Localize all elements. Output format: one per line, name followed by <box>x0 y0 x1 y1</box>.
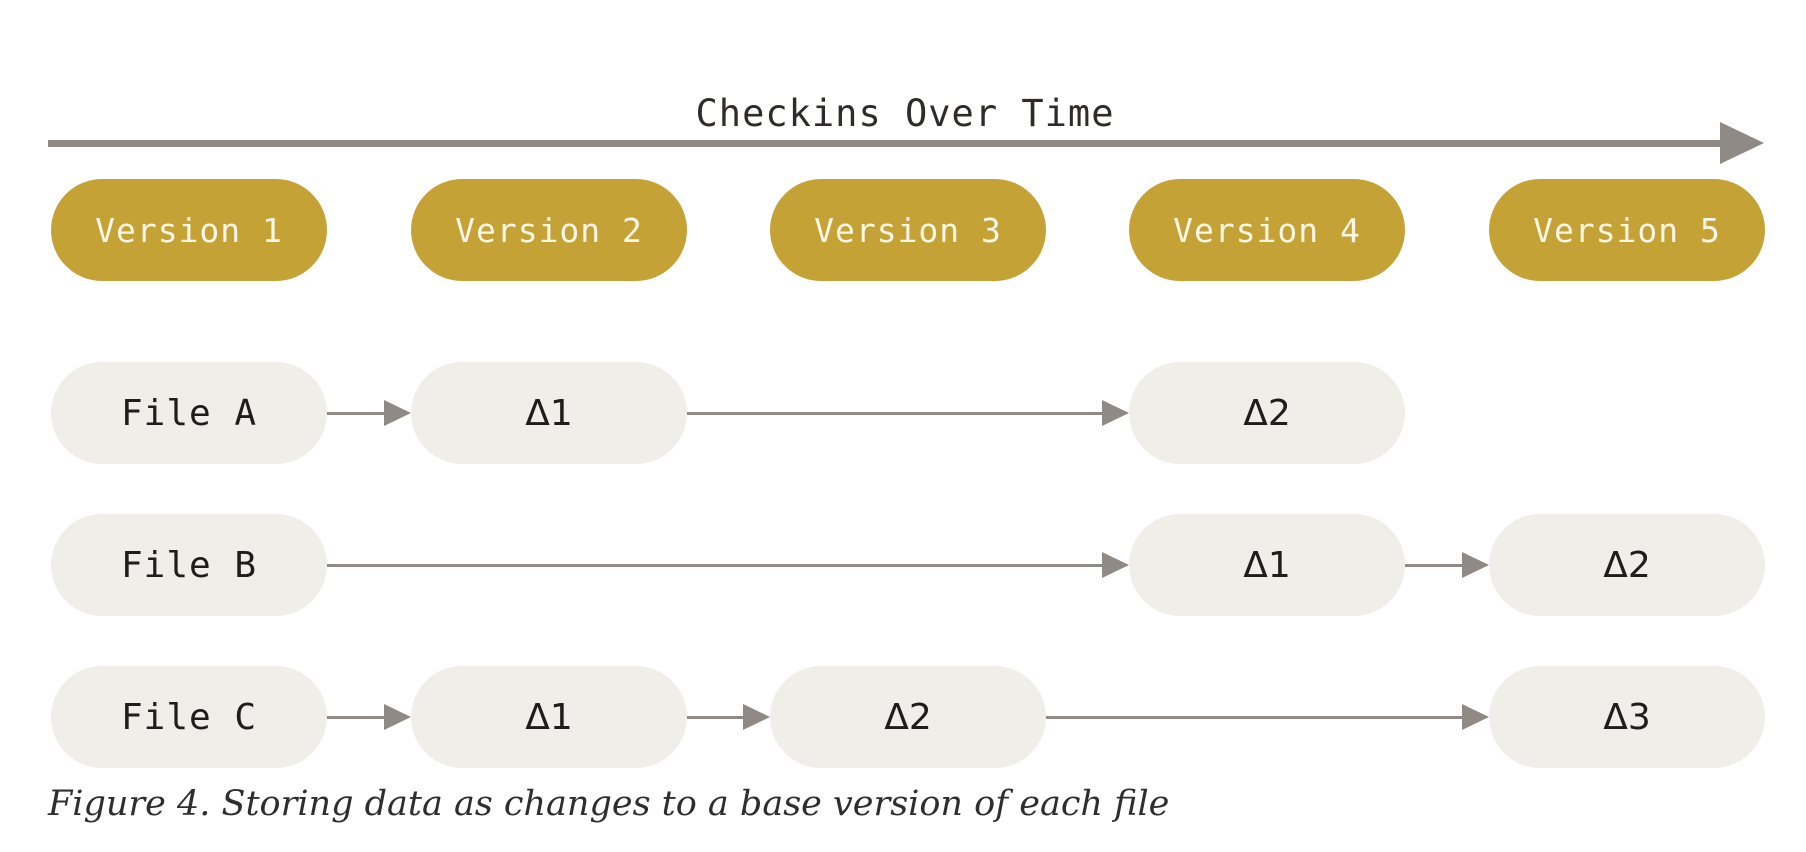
file-a-delta-1-pill: Δ1 <box>411 362 687 464</box>
figure-caption: Figure 4. Storing data as changes to a b… <box>48 784 1170 824</box>
arrowhead-icon <box>384 704 411 730</box>
timeline-title: Checkins Over Time <box>695 92 1115 135</box>
arrowhead-icon <box>743 704 770 730</box>
arrowhead-icon <box>1102 552 1129 578</box>
file-a-pill: File A <box>51 362 327 464</box>
version-3-pill: Version 3 <box>770 179 1046 281</box>
file-a-delta-2-pill: Δ2 <box>1129 362 1405 464</box>
arrowhead-icon <box>1462 552 1489 578</box>
file-b-pill: File B <box>51 514 327 616</box>
arrowhead-icon <box>384 400 411 426</box>
version-4-pill: Version 4 <box>1129 179 1405 281</box>
file-c-delta-2-pill: Δ2 <box>770 666 1046 768</box>
version-1-pill: Version 1 <box>51 179 327 281</box>
version-2-pill: Version 2 <box>411 179 687 281</box>
arrowhead-icon <box>1102 400 1129 426</box>
version-5-pill: Version 5 <box>1489 179 1765 281</box>
arrowhead-icon <box>1462 704 1489 730</box>
timeline-axis-line <box>48 140 1723 147</box>
file-c-delta-1-pill: Δ1 <box>411 666 687 768</box>
timeline-arrowhead-icon <box>1720 122 1764 164</box>
file-c-pill: File C <box>51 666 327 768</box>
file-c-delta-3-pill: Δ3 <box>1489 666 1765 768</box>
file-b-delta-2-pill: Δ2 <box>1489 514 1765 616</box>
file-b-delta-1-pill: Δ1 <box>1129 514 1405 616</box>
